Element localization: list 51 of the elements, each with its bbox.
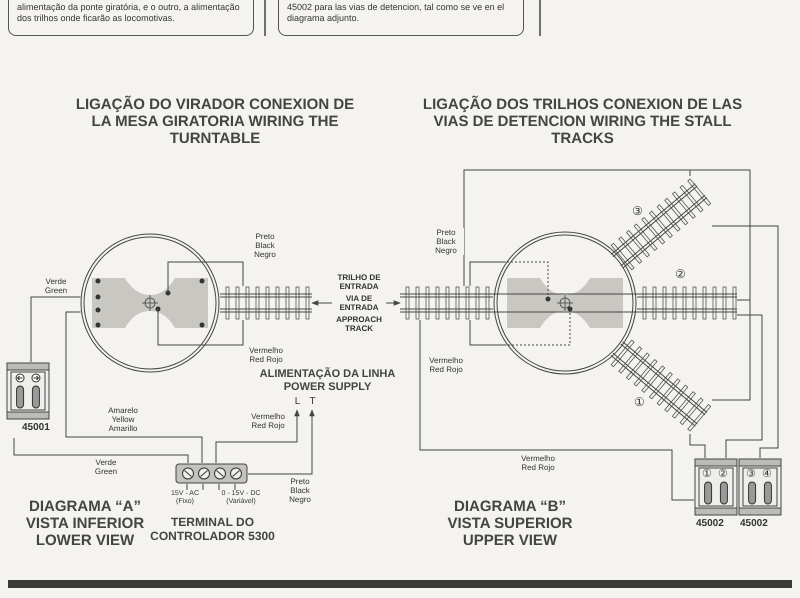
track-number: ① <box>634 396 645 409</box>
circled-number: ④ <box>762 468 772 480</box>
track-label: VIA DE ENTRADA <box>338 294 380 312</box>
wire <box>712 226 778 458</box>
diagram-caption: DIAGRAMA “B” VISTA SUPERIOR UPPER VIEW <box>446 498 574 549</box>
section-heading: LIGAÇÃO DOS TRILHOS CONEXION DE LAS VIAS DE DETENCION WIRING THE STALL TRACKS <box>422 96 744 147</box>
leader-line <box>202 484 204 490</box>
leader-line <box>234 484 236 490</box>
wire <box>206 320 244 346</box>
circled-number: ② <box>718 468 728 480</box>
note-paragraph: alimentação da ponte giratória, e o outro, a alimentação dos trilhos onde ficarão as locomotivas. <box>8 0 254 36</box>
wire-label: Vermelho Red Rojo <box>250 412 286 430</box>
arrow <box>248 409 315 474</box>
wire-label: Vermelho Red Rojo <box>428 356 464 374</box>
turntable-drawing <box>493 231 637 375</box>
turntable-drawing <box>80 233 220 373</box>
part-number: 45002 <box>740 518 768 529</box>
arrow <box>216 409 300 464</box>
track-label: TRILHO DE ENTRADA <box>336 273 382 291</box>
part-number: 45001 <box>22 422 50 433</box>
supply-heading: ALIMENTAÇÃO DA LINHA POWER SUPPLY <box>258 368 396 394</box>
wire <box>470 320 507 346</box>
wire <box>14 438 188 464</box>
wire <box>464 170 750 400</box>
wire-label: Vermelho Red Rojo <box>248 346 284 364</box>
terminal-label: L <box>292 396 303 410</box>
leader-line <box>218 484 220 490</box>
wire <box>420 320 694 500</box>
wire <box>690 434 706 458</box>
wire <box>30 296 81 362</box>
terminal-label: T <box>307 396 318 410</box>
track-label: APPROACH TRACK <box>335 315 383 333</box>
terminal-title: TERMINAL DO CONTROLADOR 5300 <box>150 515 275 543</box>
wire <box>470 262 506 286</box>
arrow <box>311 300 332 306</box>
wire <box>206 262 244 286</box>
leader-line <box>186 484 188 490</box>
wire <box>66 312 202 464</box>
section-heading: LIGAÇÃO DO VIRADOR CONEXION DE LA MESA GIRATORIA WIRING THE TURNTABLE <box>74 96 356 147</box>
track-number: ② <box>675 268 686 281</box>
track-drawing <box>220 286 312 320</box>
part-number: 45002 <box>696 518 724 529</box>
arrow <box>386 300 401 306</box>
track-number: ③ <box>632 205 643 218</box>
note-paragraph: 45002 para las vias de detencion, tal como se ve en el diagrama adjunto. <box>278 0 524 36</box>
wire <box>726 314 762 458</box>
circled-number: ① <box>702 468 712 480</box>
wire-label: Vermelho Red Rojo <box>520 454 556 472</box>
terminal-strip <box>175 463 248 484</box>
track-drawing <box>400 286 493 320</box>
circled-number: ③ <box>746 468 756 480</box>
